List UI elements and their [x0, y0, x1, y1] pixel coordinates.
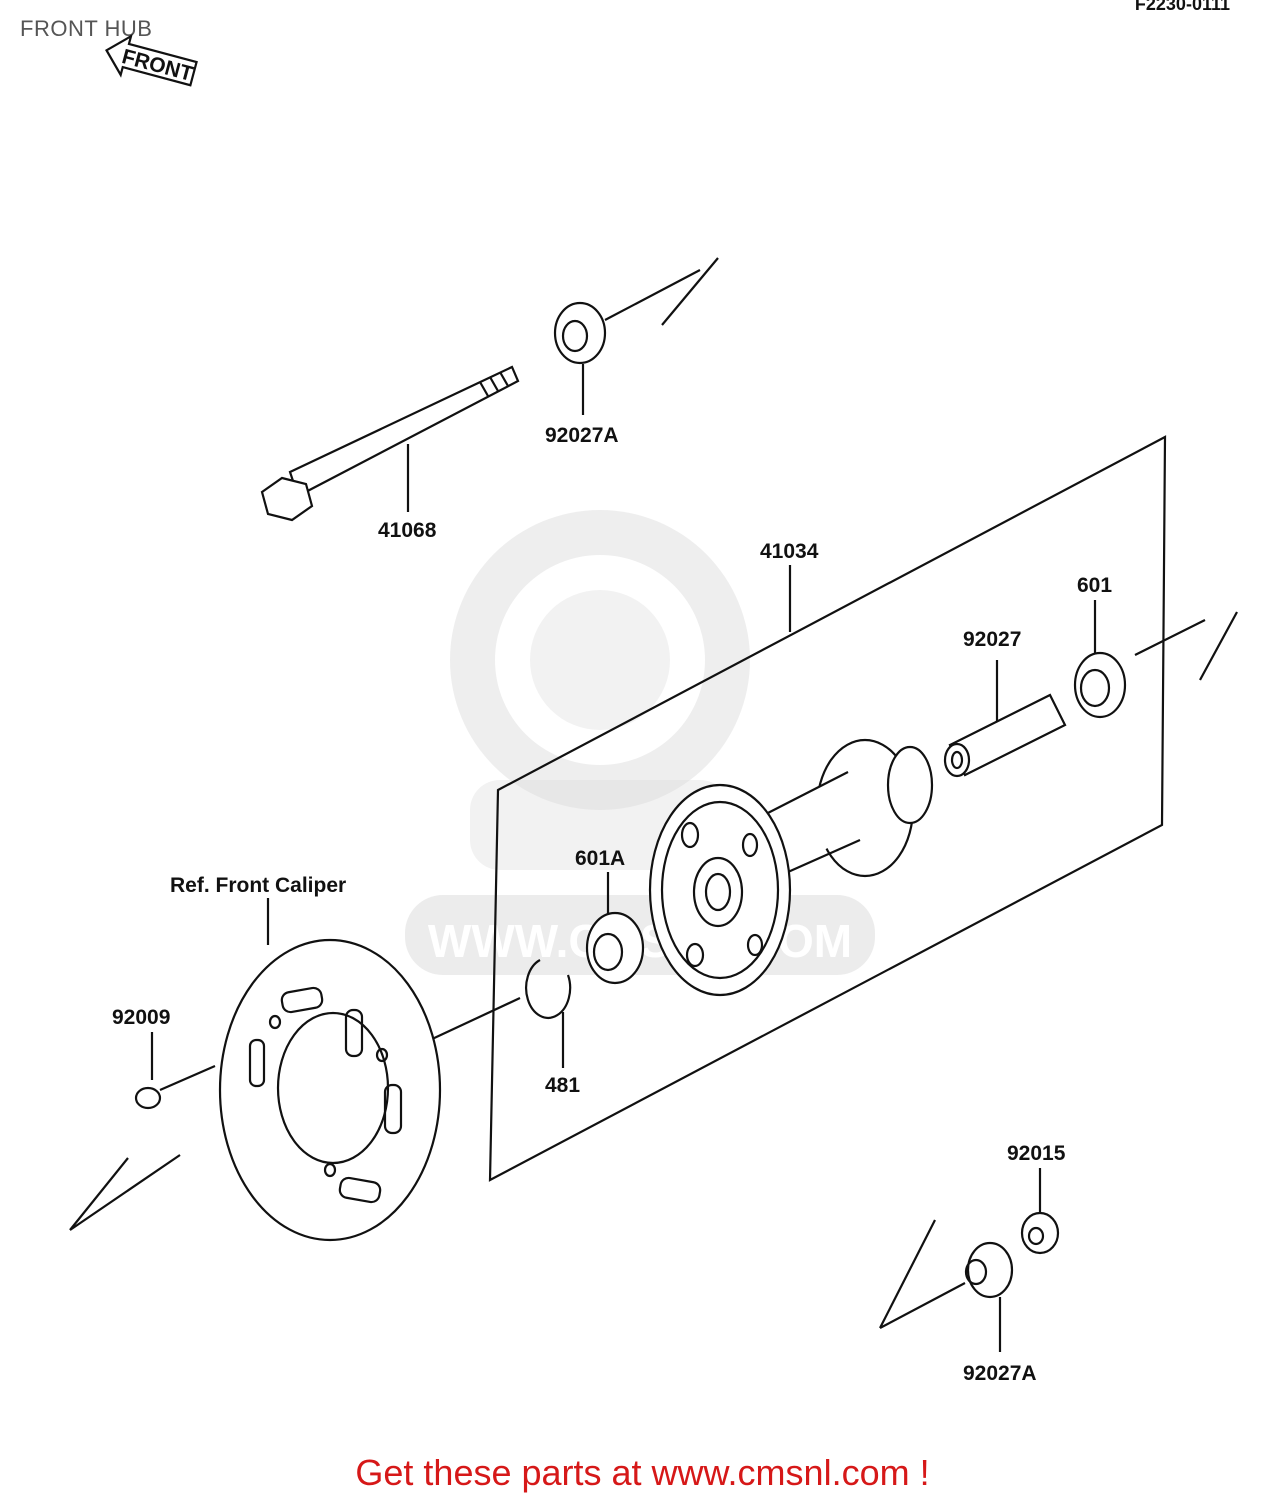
watermark-logo: WWW.CMSNL.COM: [405, 510, 875, 975]
circlip-481: [525, 959, 572, 1068]
part-label-92027a-top: 92027A: [545, 424, 619, 447]
axle-centerlines: [69, 257, 1238, 1329]
collar-92027a-top: [553, 301, 607, 415]
part-label-41068: 41068: [378, 519, 437, 542]
part-label-601a: 601A: [575, 847, 625, 870]
bearing-601a: [585, 872, 645, 985]
reference-note-front-caliper: Ref. Front Caliper: [170, 874, 346, 897]
part-label-601: 601: [1077, 574, 1112, 597]
hub-assembly-outline: [488, 435, 1167, 1182]
part-label-92015: 92015: [1007, 1142, 1066, 1165]
spacer-92027: [943, 660, 1067, 778]
collar-92027a-bottom: [964, 1241, 1014, 1352]
front-hub-41034: [648, 738, 934, 997]
bearing-601: [1073, 600, 1127, 719]
nut-92015: [1020, 1168, 1060, 1255]
part-label-481: 481: [545, 1074, 580, 1097]
brake-disc: [218, 898, 442, 1242]
front-direction-arrow: FRONT: [105, 33, 198, 87]
part-label-92009: 92009: [112, 1006, 170, 1029]
diagram-ref-code: F2230-0111: [1134, 0, 1230, 14]
part-label-92027a-bottom: 92027A: [963, 1362, 1037, 1385]
axle-41068: [260, 365, 520, 522]
screw-92009: [134, 1032, 162, 1110]
part-label-92027: 92027: [963, 628, 1021, 651]
part-label-41034: 41034: [760, 540, 819, 563]
get-parts-link[interactable]: Get these parts at www.cmsnl.com !: [355, 1452, 930, 1493]
